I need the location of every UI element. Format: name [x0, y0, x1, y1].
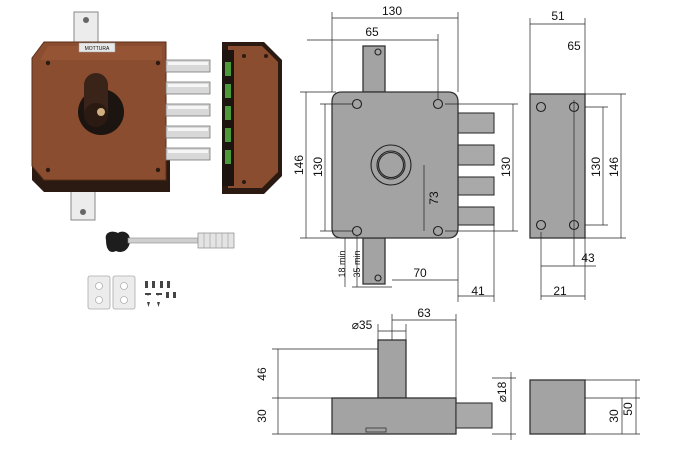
dim-side-width-1: 51 [551, 9, 565, 23]
dim-front-height-right: 130 [499, 157, 513, 177]
dim-front-bottom-min-1: 18 min [337, 250, 347, 277]
dim-bottom-cylinder-offset: 63 [417, 306, 431, 320]
dim-bottom-height-46: 46 [255, 367, 269, 381]
dim-front-cylinder-height: 73 [427, 191, 441, 205]
dim-side-height-outer: 146 [607, 157, 621, 177]
screws-photo [144, 281, 176, 307]
dim-bottom-bolt-diameter: ⌀18 [495, 381, 509, 402]
side-view-drawing: 51 65 130 146 43 21 [529, 9, 626, 300]
dim-bottom-keeper-30: 30 [607, 409, 621, 423]
dim-bottom-keeper-50: 50 [621, 402, 635, 416]
dim-front-height-inner: 130 [311, 157, 325, 177]
dim-front-bolt-projection: 41 [471, 284, 485, 298]
dim-side-height-inner: 130 [589, 157, 603, 177]
dim-bottom-height-30: 30 [255, 409, 269, 423]
dim-bottom-cylinder-diameter: ⌀35 [352, 318, 373, 332]
dim-side-width-2: 65 [567, 39, 581, 53]
key-photo [105, 231, 235, 252]
dim-front-height-outer: 146 [292, 155, 306, 175]
lock-photo: MOTTURA [31, 11, 282, 221]
spacer-plates-photo [87, 275, 136, 310]
bottom-view-drawing: ⌀35 63 46 30 ⌀18 30 50 [255, 306, 640, 440]
dim-front-cylinder-width: 65 [365, 25, 379, 39]
front-view-drawing: 130 65 146 130 130 73 18 min 35 min 70 4… [292, 4, 518, 302]
dim-front-width: 130 [382, 4, 402, 18]
lock-plate-label: MOTTURA [85, 46, 110, 52]
dim-side-offset-21: 21 [553, 284, 567, 298]
dim-side-offset-43: 43 [581, 251, 595, 265]
dim-front-bottom-min-2: 35 min [352, 250, 362, 277]
dim-front-bottom-offset: 70 [413, 266, 427, 280]
